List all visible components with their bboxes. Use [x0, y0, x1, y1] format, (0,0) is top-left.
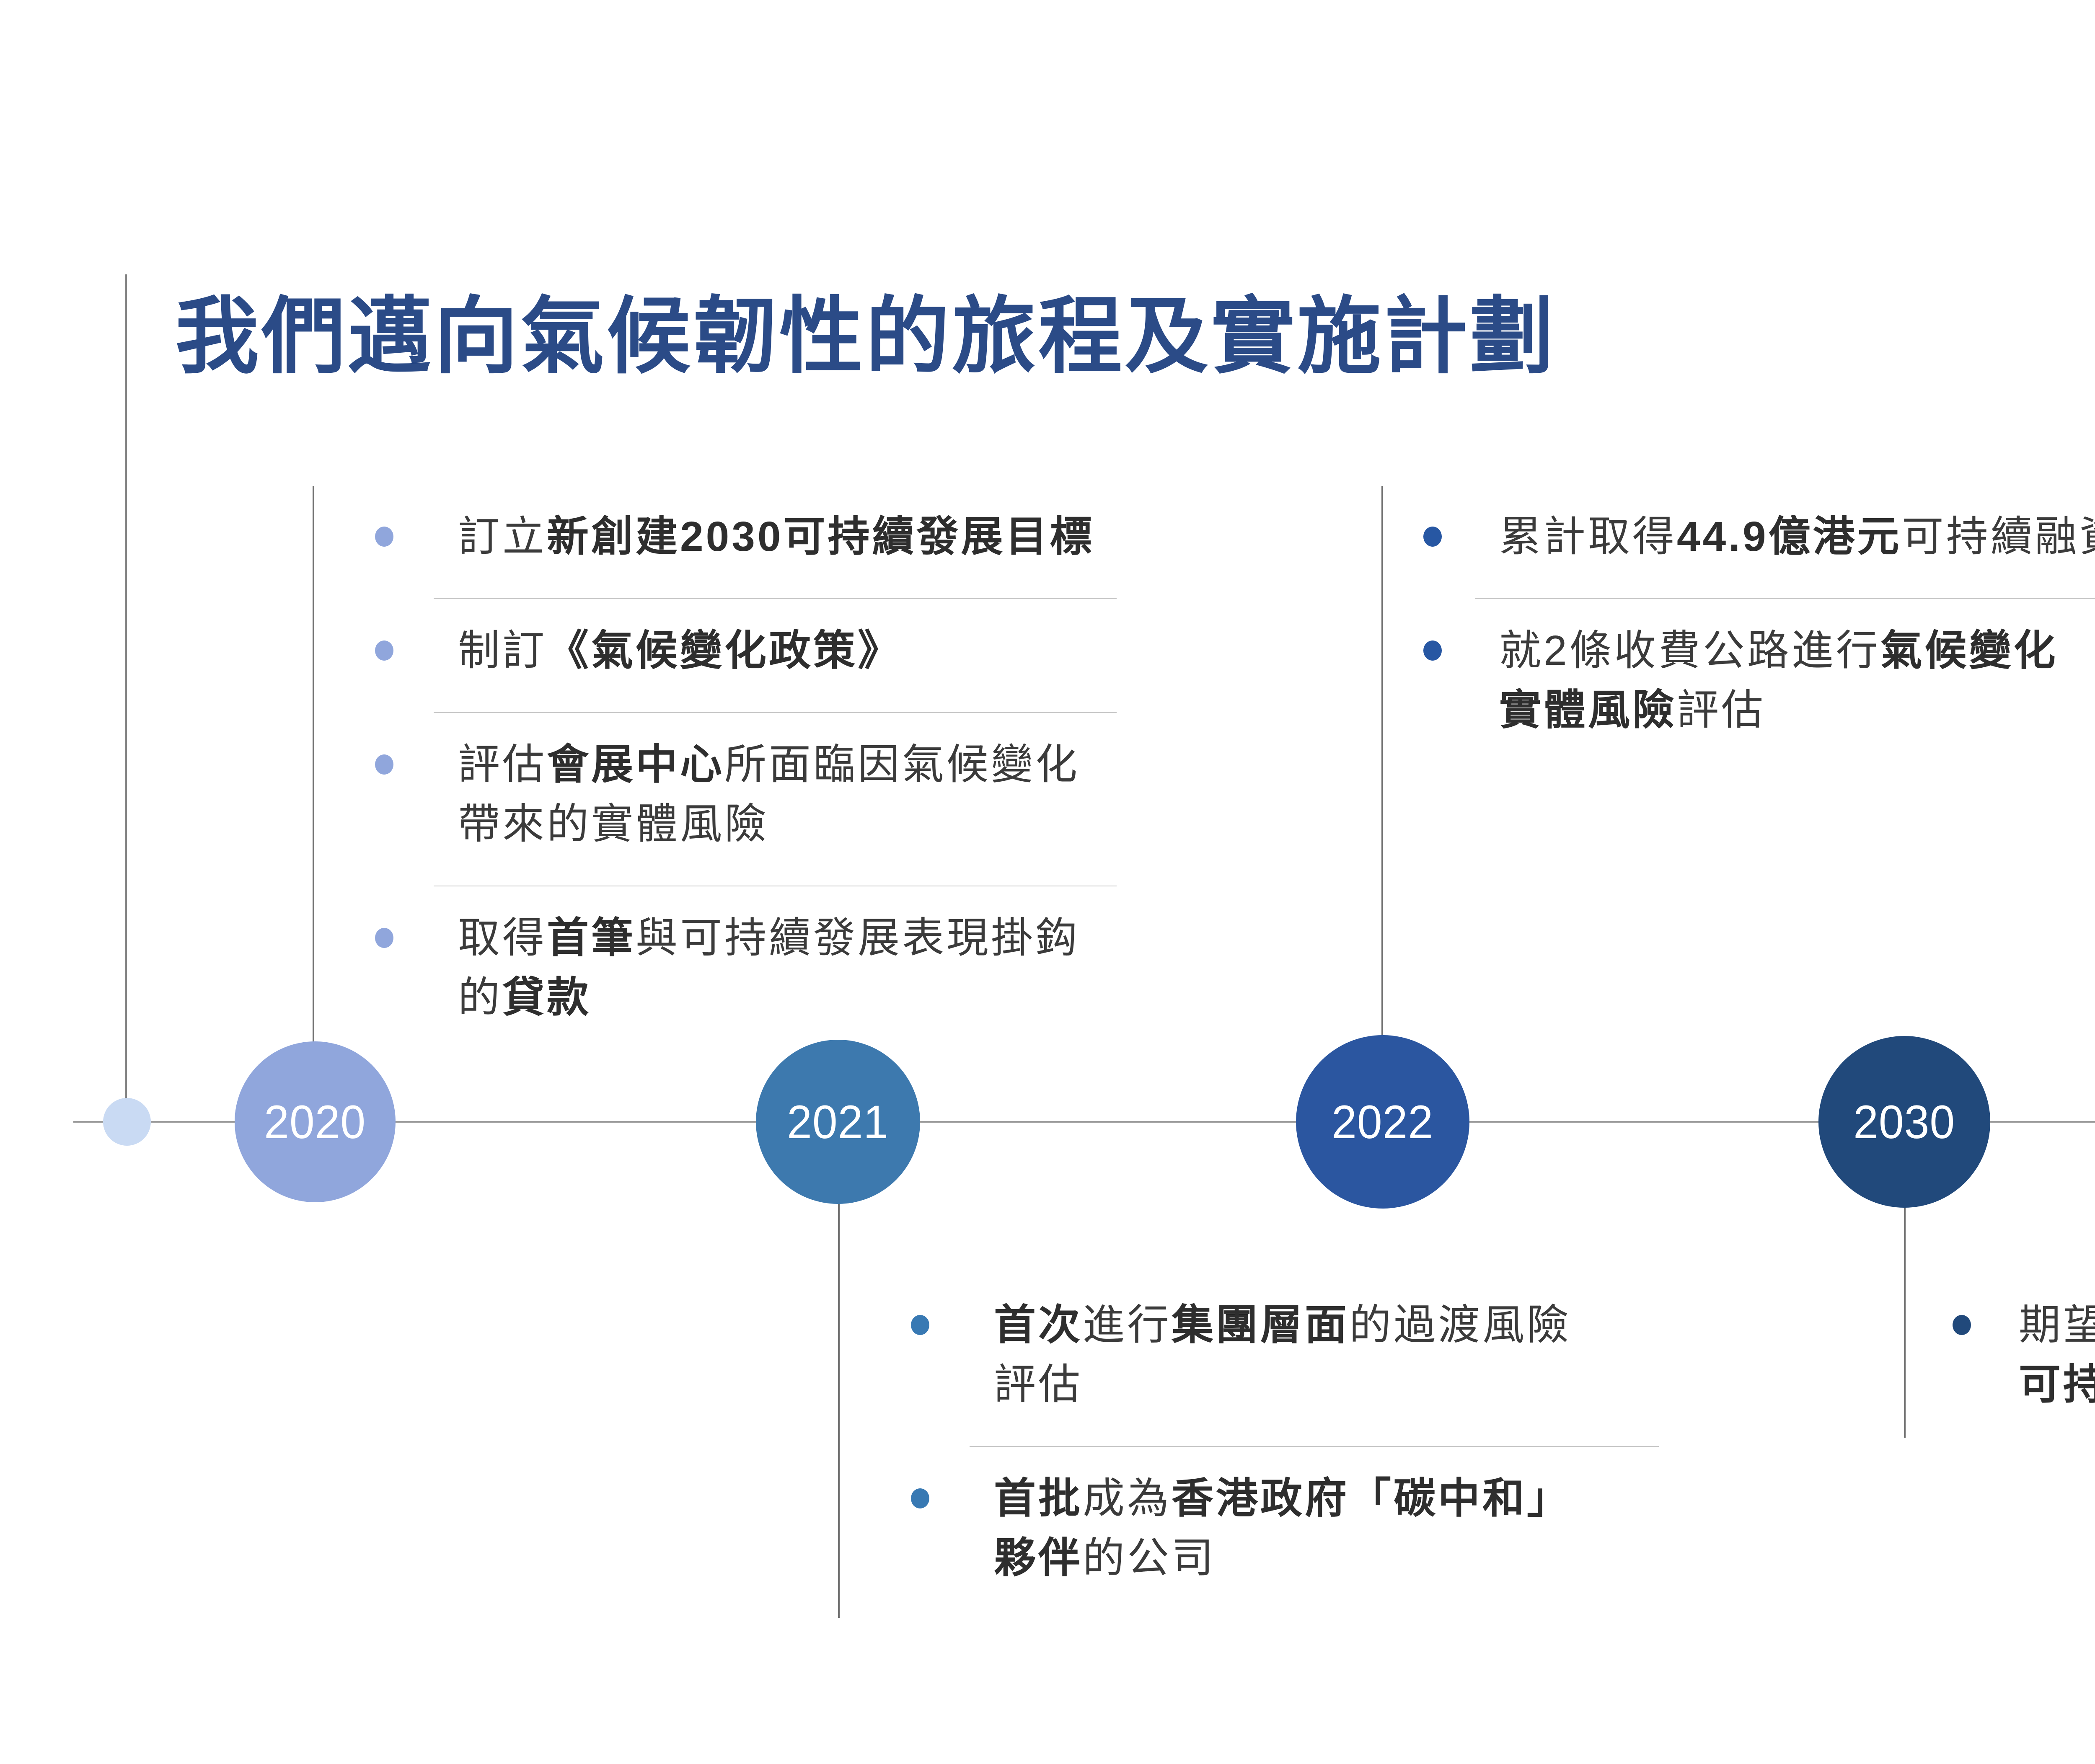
connector-line-2030	[1904, 1206, 1906, 1438]
connector-line-2022	[1381, 486, 1383, 1037]
timeline-event: 取得首筆與可持續發展表現掛鈎的貸款	[375, 886, 1117, 1059]
timeline-event: 評估會展中心所面臨因氣候變化帶來的實體風險	[375, 712, 1117, 886]
connector-line-2021	[838, 1201, 840, 1618]
timeline-start-dot	[103, 1098, 151, 1146]
timeline-event: 訂立新創建2030可持續發展目標	[375, 485, 1117, 598]
timeline-event: 制訂《氣候變化政策》	[375, 598, 1117, 712]
event-text: 制訂《氣候變化政策》	[458, 627, 902, 674]
timeline-event: 就2條收費公路進行氣候變化實體風險評估	[1423, 598, 2095, 772]
year-label-2030: 2030	[1853, 1095, 1955, 1148]
bullet-icon	[375, 527, 393, 547]
bullet-icon	[1423, 641, 1442, 661]
timeline-node-2020: 2020	[235, 1041, 396, 1202]
event-text: 評估會展中心所面臨因氣候變化帶來的實體風險	[458, 741, 1080, 847]
timeline-axis	[73, 1121, 2095, 1123]
timeline-event: 首次進行集團層面的過渡風險評估	[911, 1273, 1659, 1446]
connector-line-2020	[313, 486, 314, 1043]
event-text: 就2條收費公路進行氣候變化實體風險評估	[1499, 627, 2058, 733]
left-start-connector-line	[125, 274, 127, 1122]
bullet-icon	[1953, 1315, 1971, 1335]
event-text: 取得首筆與可持續發展表現掛鈎的貸款	[458, 914, 1080, 1021]
event-list-2021: 首次進行集團層面的過渡風險評估 首批成為香港政府「碳中和」夥伴的公司	[911, 1273, 1659, 1619]
event-group-2020: 訂立新創建2030可持續發展目標 制訂《氣候變化政策》 評估會展中心所面臨因氣候…	[375, 485, 1117, 1059]
page-title: 我們邁向氣候韌性的旅程及實施計劃	[175, 290, 1557, 383]
event-list-2020: 訂立新創建2030可持續發展目標 制訂《氣候變化政策》 評估會展中心所面臨因氣候…	[375, 485, 1117, 1059]
bullet-icon	[911, 1488, 929, 1508]
bullet-icon	[911, 1315, 929, 1335]
year-label-2021: 2021	[787, 1095, 889, 1148]
timeline-node-2030: 2030	[1818, 1036, 1990, 1208]
bullet-icon	[375, 754, 393, 775]
event-text: 訂立新創建2030可持續發展目標	[458, 513, 1094, 560]
event-group-2030: 期望實現新創建2030可持續發展目標	[1953, 1273, 2095, 1446]
event-text: 首次進行集團層面的過渡風險評估	[994, 1302, 1571, 1408]
bullet-icon	[1423, 527, 1442, 547]
timeline-event: 首批成為香港政府「碳中和」夥伴的公司	[911, 1446, 1659, 1619]
year-label-2020: 2020	[264, 1095, 366, 1148]
event-list-2030: 期望實現新創建2030可持續發展目標	[1953, 1273, 2095, 1446]
bullet-icon	[375, 641, 393, 661]
event-text: 期望實現新創建2030可持續發展目標	[2019, 1302, 2095, 1408]
year-label-2022: 2022	[1332, 1095, 1434, 1148]
timeline-node-2021: 2021	[756, 1040, 920, 1204]
event-group-2021: 首次進行集團層面的過渡風險評估 首批成為香港政府「碳中和」夥伴的公司	[911, 1273, 1659, 1619]
timeline-node-2022: 2022	[1296, 1035, 1469, 1209]
bullet-icon	[375, 928, 393, 948]
timeline-event: 累計取得44.9億港元可持續融資	[1423, 485, 2095, 598]
event-text: 首批成為香港政府「碳中和」夥伴的公司	[994, 1475, 1571, 1581]
timeline-event: 期望實現新創建2030可持續發展目標	[1953, 1273, 2095, 1446]
event-text: 累計取得44.9億港元可持續融資	[1499, 513, 2095, 560]
